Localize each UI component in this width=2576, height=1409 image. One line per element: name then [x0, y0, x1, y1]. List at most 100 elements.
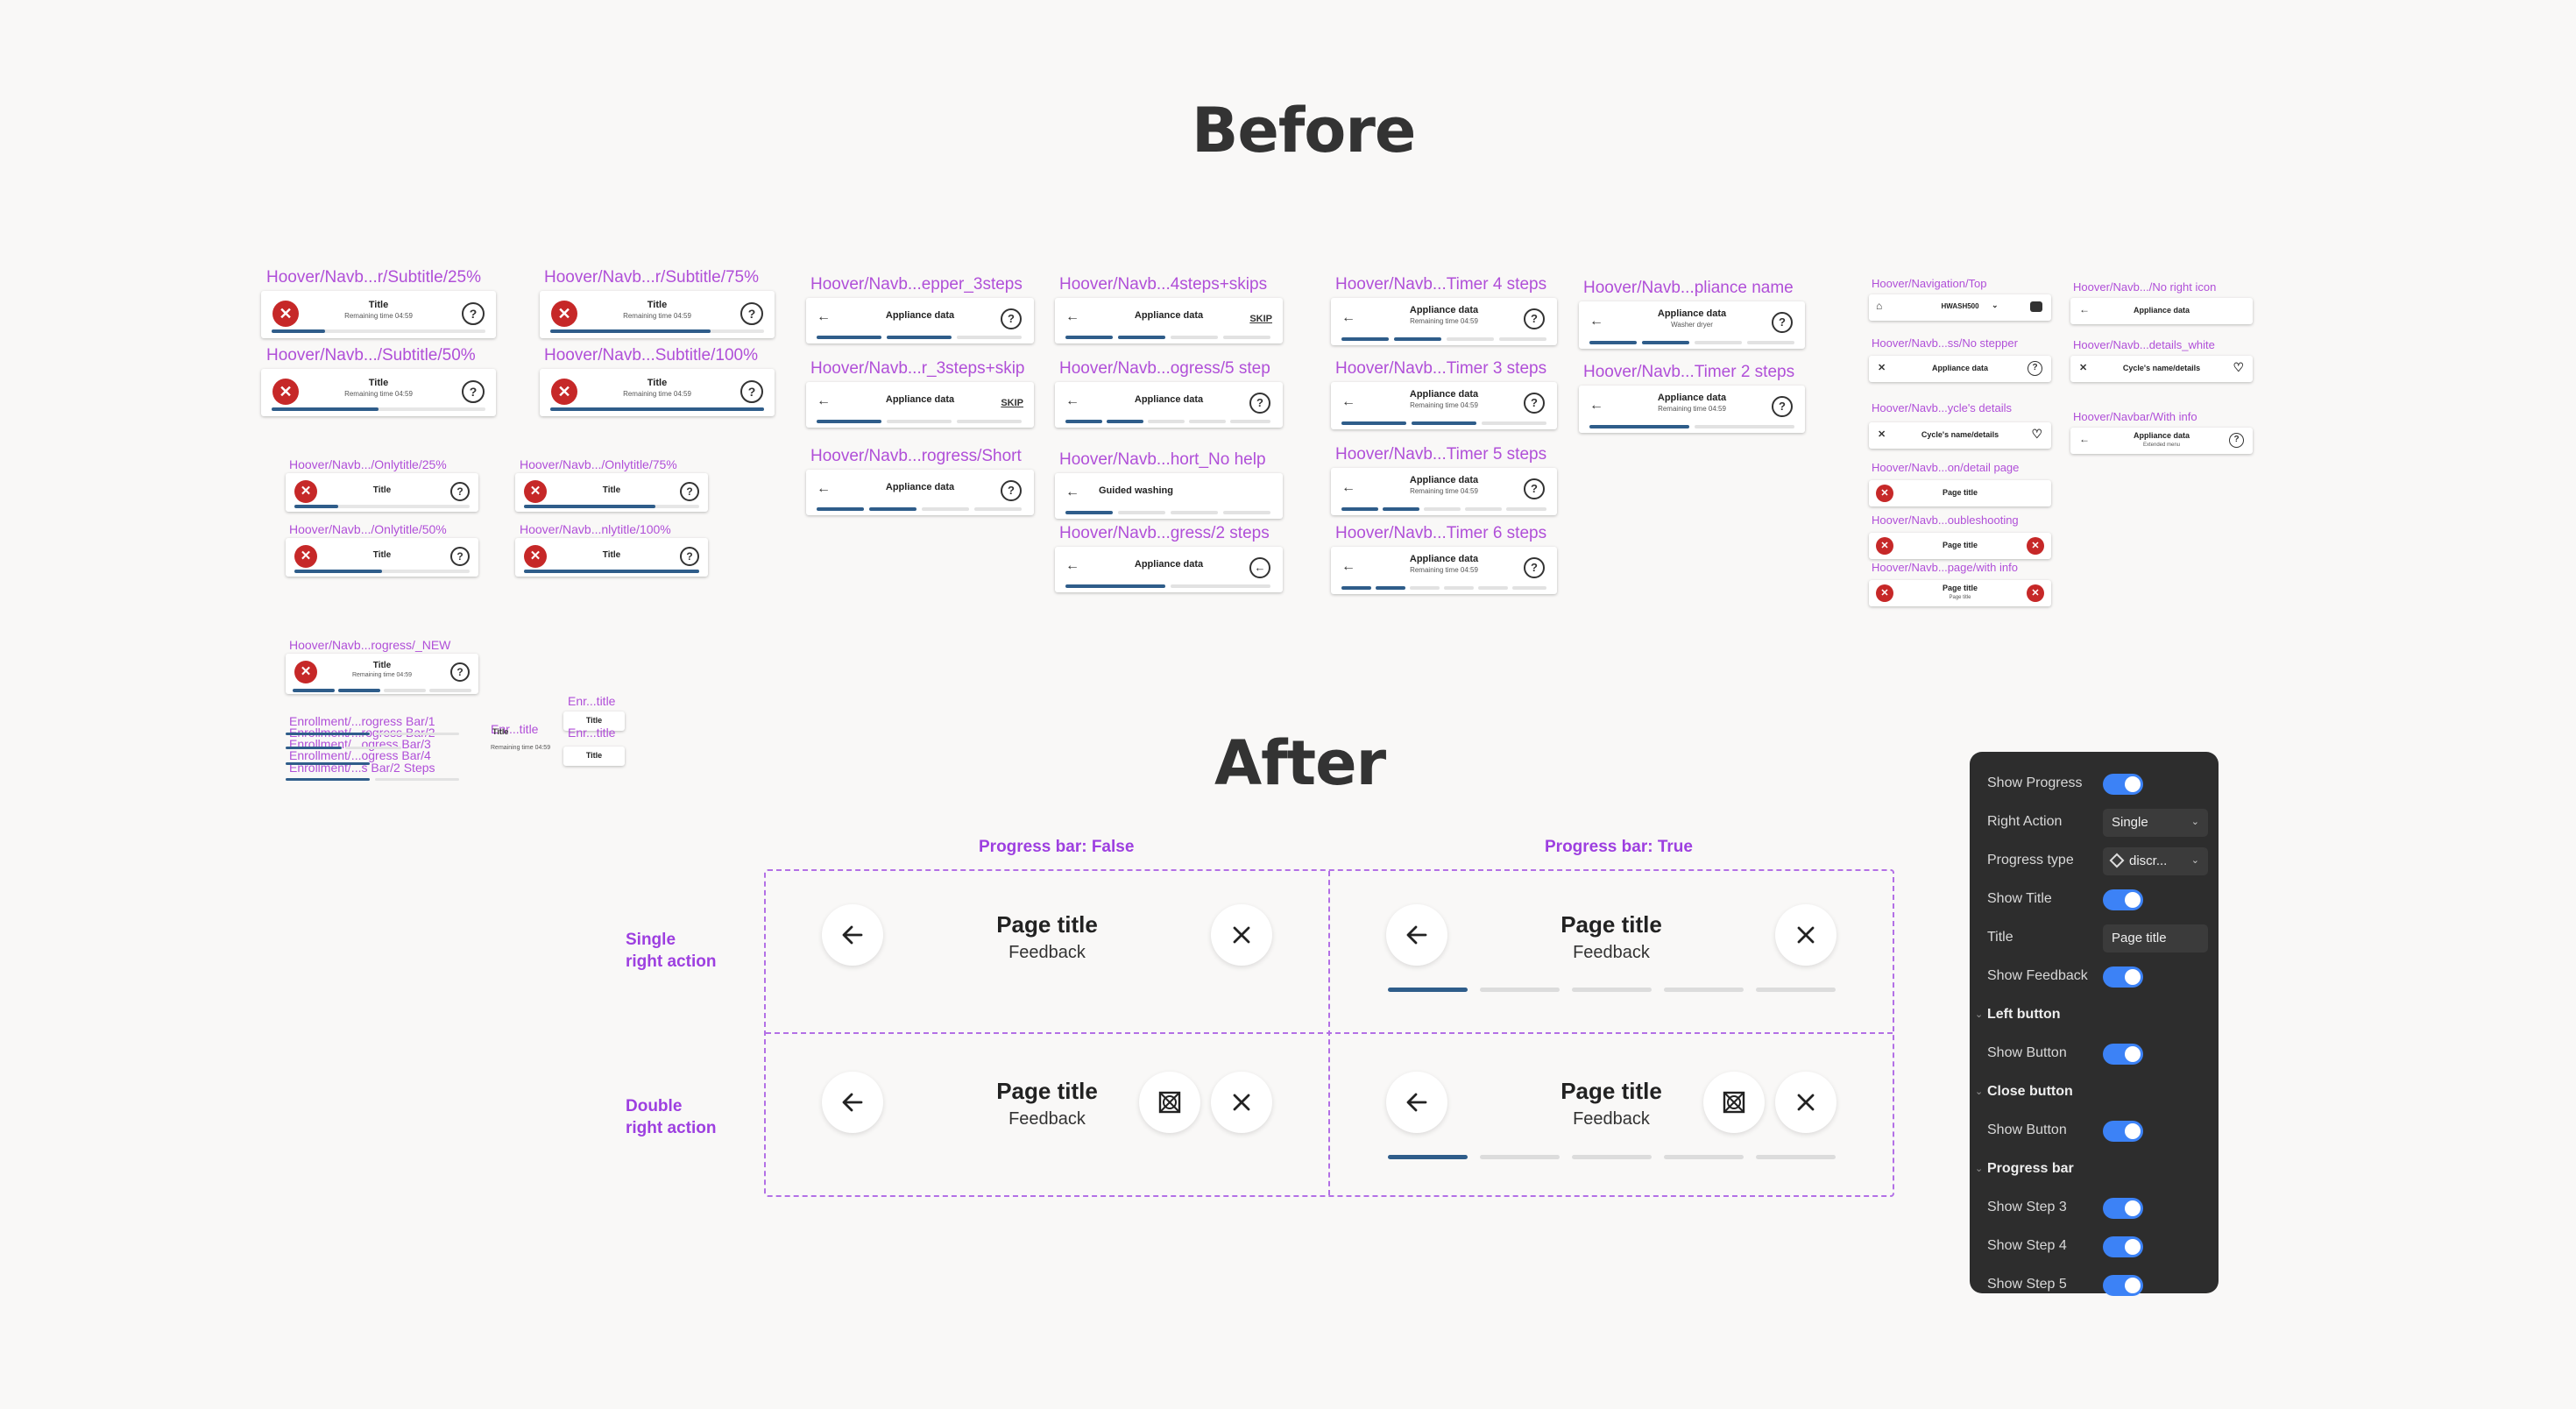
navigation-top[interactable]: ⌂ HWASH500 ⌄: [1869, 294, 2051, 321]
navbar-detail-page[interactable]: ✕ Page title: [1869, 480, 2051, 506]
secondary-action-button[interactable]: [1139, 1072, 1200, 1133]
show-feedback-toggle[interactable]: [2103, 966, 2143, 988]
section-progress-bar[interactable]: ⌄ Progress bar: [1970, 1152, 2219, 1187]
help-icon[interactable]: ?: [1524, 478, 1545, 499]
arrow-left-icon[interactable]: ←: [1065, 485, 1079, 499]
help-icon[interactable]: ?: [450, 482, 470, 501]
navbar-timer-4steps[interactable]: ← Appliance data Remaining time 04:59 ?: [1331, 298, 1557, 345]
navbar-page-with-info[interactable]: ✕ Page title Page title ✕: [1869, 580, 2051, 606]
navbar-4steps-skips[interactable]: ← Appliance data SKIP: [1055, 298, 1283, 343]
help-icon[interactable]: ?: [680, 547, 699, 566]
close-button[interactable]: [1775, 904, 1836, 966]
skip-link[interactable]: SKIP: [1001, 398, 1023, 408]
help-icon[interactable]: ?: [1249, 393, 1270, 414]
close-icon[interactable]: ✕: [1878, 363, 1886, 373]
home-icon[interactable]: ⌂: [1876, 300, 1883, 312]
left-show-button-toggle[interactable]: [2103, 1044, 2143, 1065]
navbar-timer-2steps[interactable]: ← Appliance data Remaining time 04:59 ?: [1579, 386, 1805, 433]
help-icon[interactable]: ?: [1772, 312, 1793, 333]
navbar-cycle-details[interactable]: ✕ Cycle's name/details ♡: [1869, 422, 2051, 449]
arrow-left-icon[interactable]: ←: [1249, 557, 1270, 578]
close-icon[interactable]: ✕: [1878, 429, 1886, 440]
arrow-left-icon[interactable]: ←: [1341, 394, 1355, 409]
progress-type-select[interactable]: discr...⌄: [2103, 847, 2208, 875]
navbar-progress-2steps[interactable]: ← Appliance data ←: [1055, 547, 1283, 592]
navbar-timer-6steps[interactable]: ← Appliance data Remaining time 04:59 ?: [1331, 547, 1557, 594]
show-progress-toggle[interactable]: [2103, 774, 2143, 795]
help-icon[interactable]: ?: [680, 482, 699, 501]
show-step5-toggle[interactable]: [2103, 1275, 2143, 1296]
close-icon[interactable]: ✕: [2027, 584, 2044, 602]
close-icon[interactable]: ✕: [524, 480, 547, 503]
help-icon[interactable]: ?: [1524, 308, 1545, 329]
navbar-onlytitle-25[interactable]: ✕ Title ?: [286, 473, 478, 512]
navbar-subtitle-50[interactable]: ✕ Title Remaining time 04:59 ?: [261, 369, 496, 416]
arrow-left-icon[interactable]: ←: [2079, 433, 2090, 445]
help-icon[interactable]: ?: [1524, 393, 1545, 414]
arrow-left-icon[interactable]: ←: [1589, 398, 1603, 413]
close-show-button-toggle[interactable]: [2103, 1121, 2143, 1142]
close-icon[interactable]: ✕: [272, 379, 299, 405]
arrow-left-icon[interactable]: ←: [817, 309, 831, 324]
show-step3-toggle[interactable]: [2103, 1198, 2143, 1219]
help-icon[interactable]: ?: [1772, 396, 1793, 417]
close-icon[interactable]: ✕: [2027, 537, 2044, 555]
arrow-left-icon[interactable]: ←: [1065, 558, 1079, 573]
close-button[interactable]: [1211, 904, 1272, 966]
arrow-left-icon[interactable]: ←: [1065, 309, 1079, 324]
close-icon[interactable]: ✕: [551, 379, 577, 405]
navbar-onlytitle-50[interactable]: ✕ Title ?: [286, 538, 478, 577]
navbar-subtitle-25[interactable]: ✕ Title Remaining time 04:59 ?: [261, 291, 496, 338]
navbar-subtitle-75[interactable]: ✕ Title Remaining time 04:59 ?: [540, 291, 775, 338]
navbar-onlytitle-75[interactable]: ✕ Title ?: [515, 473, 708, 512]
chat-icon[interactable]: [2030, 301, 2042, 312]
help-icon[interactable]: ?: [740, 380, 763, 403]
close-icon[interactable]: ✕: [1876, 485, 1893, 502]
help-icon[interactable]: ?: [462, 380, 485, 403]
close-icon[interactable]: ✕: [1876, 584, 1893, 602]
help-icon[interactable]: ?: [740, 302, 763, 325]
close-icon[interactable]: ✕: [1876, 537, 1893, 555]
navbar-appliance-name[interactable]: ← Appliance data Washer dryer ?: [1579, 301, 1805, 349]
back-button[interactable]: [822, 904, 883, 966]
close-icon[interactable]: ✕: [294, 545, 317, 568]
heart-icon[interactable]: ♡: [2233, 360, 2244, 374]
navbar-stepper-3steps[interactable]: ← Appliance data ?: [806, 298, 1034, 343]
arrow-left-icon[interactable]: ←: [1341, 559, 1355, 574]
navbar-timer-5steps[interactable]: ← Appliance data Remaining time 04:59 ?: [1331, 468, 1557, 515]
device-name[interactable]: HWASH500: [1941, 302, 1979, 310]
help-icon[interactable]: ?: [1524, 557, 1545, 578]
arrow-left-icon[interactable]: ←: [817, 393, 831, 408]
close-icon[interactable]: ✕: [294, 480, 317, 503]
help-icon[interactable]: ?: [450, 662, 470, 682]
help-icon[interactable]: ?: [1001, 480, 1022, 501]
navbar-stepper-3steps-skip[interactable]: ← Appliance data SKIP: [806, 382, 1034, 428]
help-icon[interactable]: ?: [2229, 433, 2244, 448]
back-button[interactable]: [1386, 1072, 1447, 1133]
arrow-left-icon[interactable]: ←: [2079, 303, 2090, 315]
arrow-left-icon[interactable]: ←: [1341, 310, 1355, 325]
close-icon[interactable]: ✕: [524, 545, 547, 568]
navbar-no-right-icon[interactable]: ← Appliance data: [2070, 298, 2253, 324]
skip-link[interactable]: SKIP: [1249, 314, 1272, 324]
close-button[interactable]: [1775, 1072, 1836, 1133]
navbar-progress-5step[interactable]: ← Appliance data ?: [1055, 382, 1283, 428]
back-button[interactable]: [1386, 904, 1447, 966]
arrow-left-icon[interactable]: ←: [817, 481, 831, 496]
navbar-troubleshooting[interactable]: ✕ Page title ✕: [1869, 533, 2051, 559]
arrow-left-icon[interactable]: ←: [1589, 314, 1603, 329]
navbar-timer-3steps[interactable]: ← Appliance data Remaining time 04:59 ?: [1331, 382, 1557, 429]
close-icon[interactable]: ✕: [272, 301, 299, 327]
navbar-progress-new[interactable]: ✕ Title Remaining time 04:59 ?: [286, 654, 478, 694]
secondary-action-button[interactable]: [1703, 1072, 1765, 1133]
section-close-button[interactable]: ⌄ Close button: [1970, 1075, 2219, 1110]
arrow-left-icon[interactable]: ←: [1341, 480, 1355, 495]
show-step4-toggle[interactable]: [2103, 1236, 2143, 1257]
close-icon[interactable]: ✕: [2079, 363, 2088, 373]
arrow-left-icon[interactable]: ←: [1065, 393, 1079, 408]
chevron-down-icon[interactable]: ⌄: [1992, 301, 1999, 309]
help-icon[interactable]: ?: [1001, 308, 1022, 329]
heart-icon[interactable]: ♡: [2031, 427, 2042, 441]
navbar-with-info[interactable]: ← Appliance data Extended menu ?: [2070, 428, 2253, 454]
navbar-no-stepper[interactable]: ✕ Appliance data ?: [1869, 356, 2051, 382]
